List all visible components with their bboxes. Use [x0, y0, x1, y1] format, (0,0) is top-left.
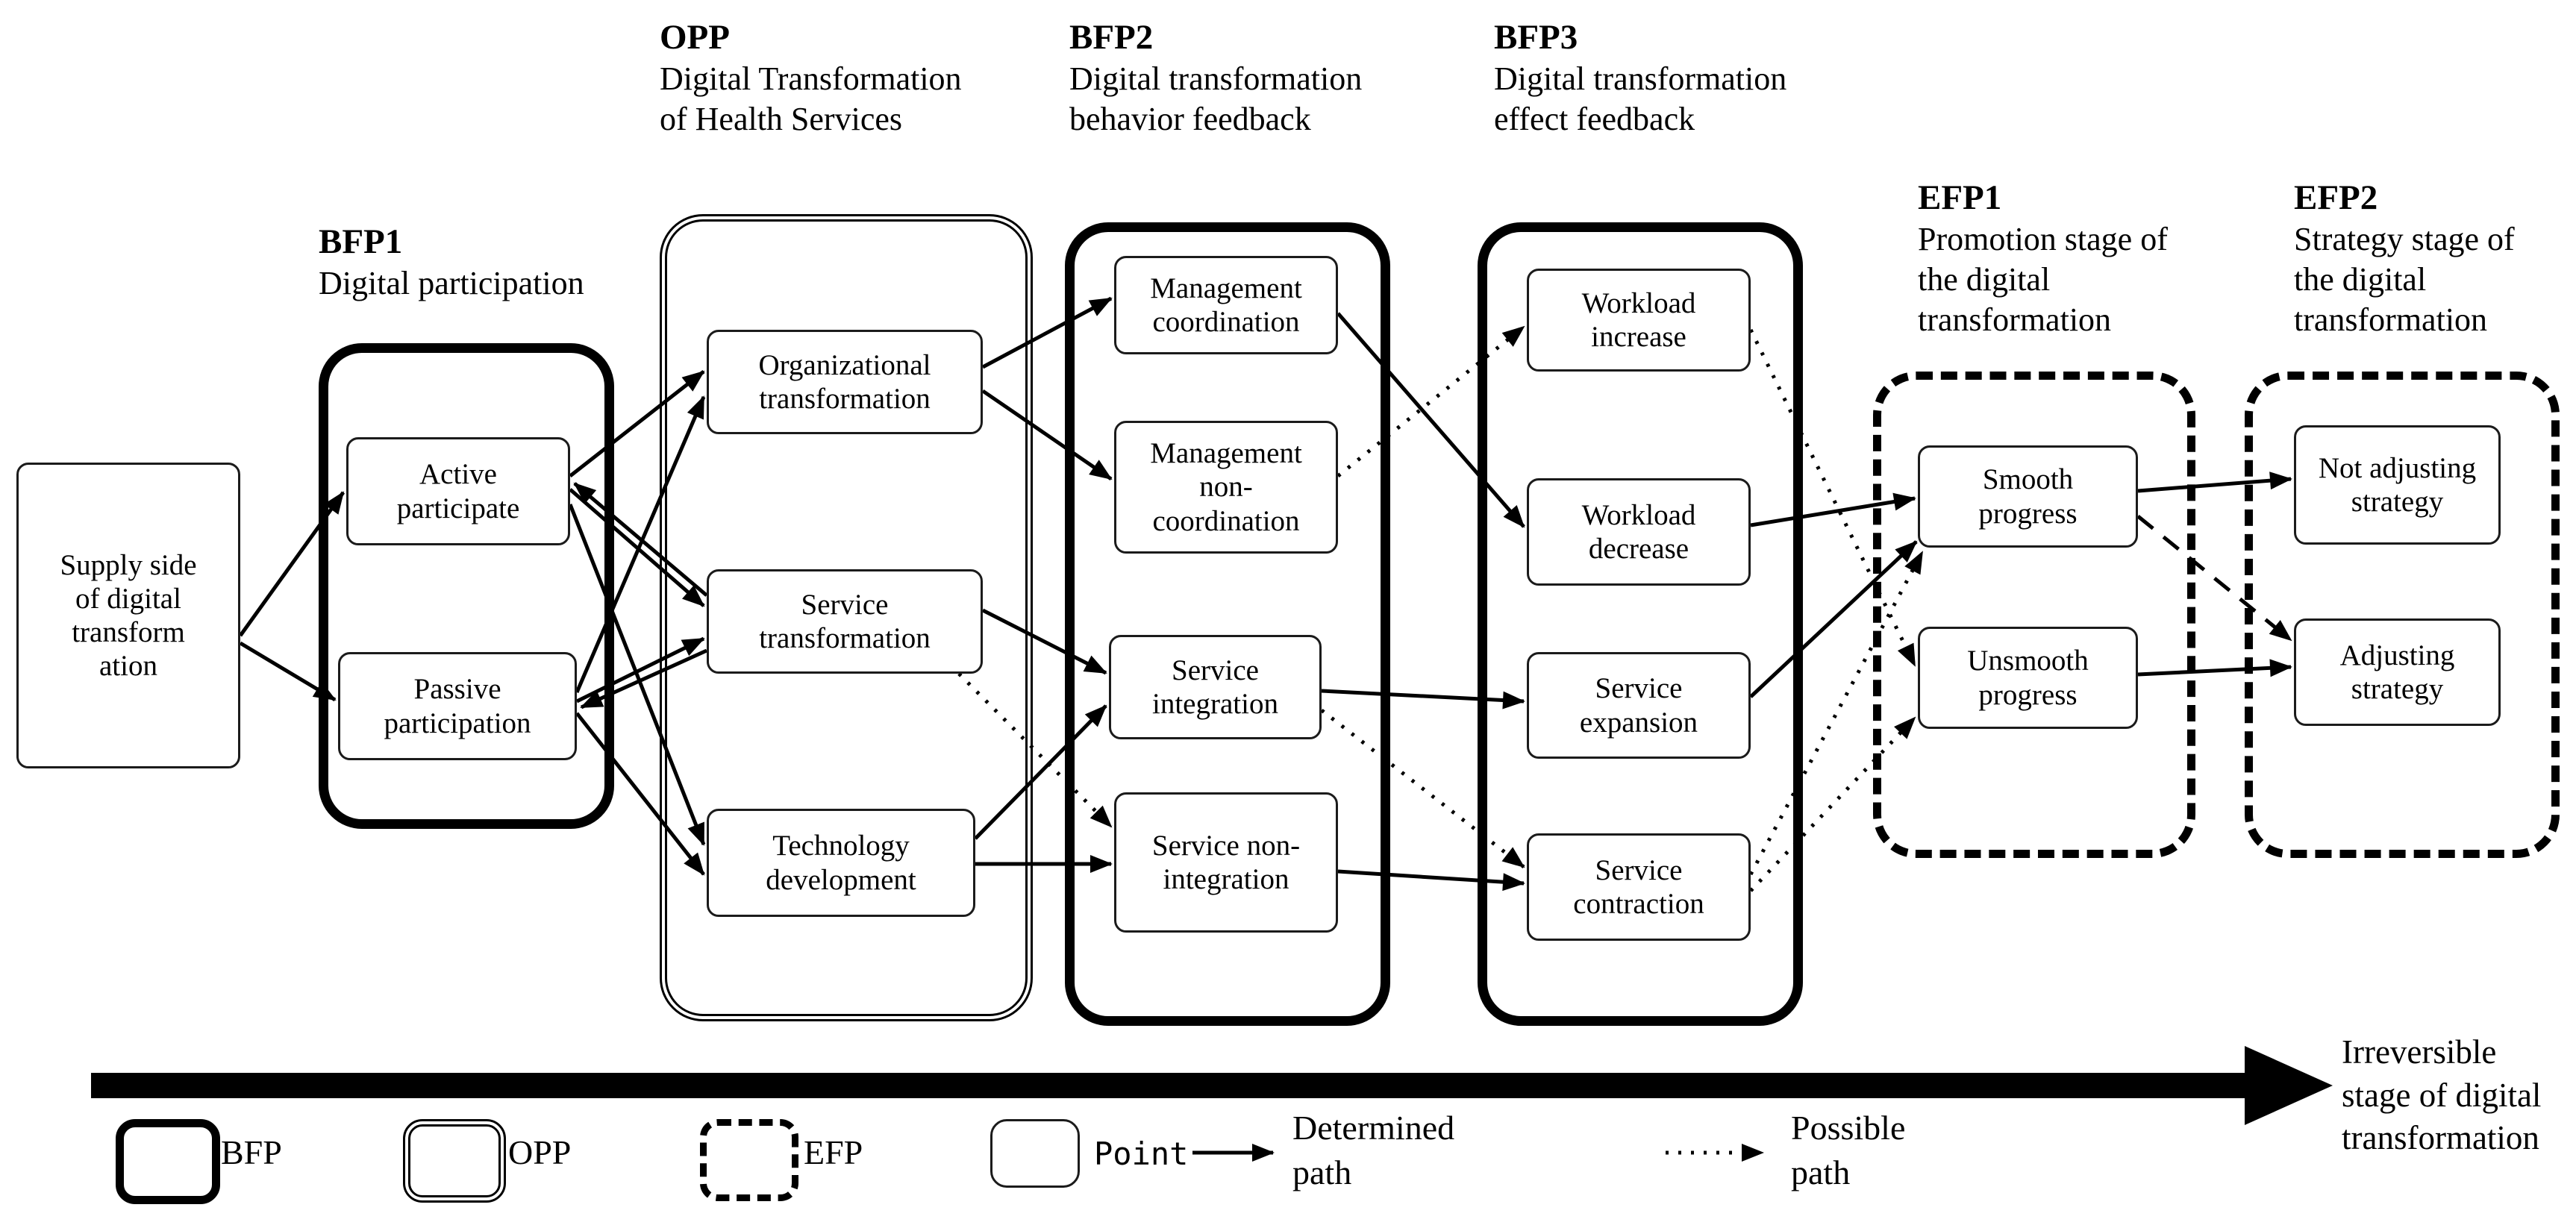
- header-opp-desc: Digital Transformation of Health Service…: [660, 60, 962, 137]
- edge-active-org: [569, 370, 705, 477]
- header-efp2-desc: Strategy stage of the digital transforma…: [2294, 221, 2515, 338]
- header-bfp1-desc: Digital participation: [319, 265, 584, 302]
- edge-servtrans-servnonint: [957, 672, 1113, 828]
- edge-smooth-notadjust: [2137, 472, 2292, 493]
- edge-servcon-smooth: [1748, 551, 1925, 876]
- legend-efp-label: EFP: [804, 1133, 863, 1171]
- edge-servcon-unsmooth: [1749, 716, 1916, 892]
- node-technology-development: Technology development: [707, 809, 975, 917]
- node-unsmooth-progress-label: Unsmooth progress: [1967, 645, 2089, 711]
- node-active-participate-label: Active participate: [396, 458, 520, 524]
- edge-servnonint-servcon: [1337, 869, 1525, 892]
- edge-active-servtrans: [569, 488, 705, 607]
- node-management-coordination-label: Management coordination: [1150, 272, 1302, 338]
- node-service-transformation: Service transformation: [707, 569, 983, 674]
- node-management-non-coordination: Management non-coordination: [1114, 421, 1338, 554]
- node-service-integration: Service integration: [1109, 635, 1322, 739]
- edge-mgmtnonco-wlinc: [1337, 325, 1525, 477]
- node-smooth-progress-label: Smooth progress: [1978, 463, 2078, 530]
- group-opp: [660, 214, 1033, 1021]
- edge-smooth-adjust: [2136, 515, 2292, 642]
- edge-org-mgmtnonco: [981, 389, 1113, 481]
- node-service-integration-label: Service integration: [1152, 654, 1278, 720]
- bottom-axis-arrow: [91, 1046, 2333, 1125]
- header-bfp2: BFP2 Digital transformation behavior fee…: [1069, 16, 1368, 140]
- node-service-contraction: Service contraction: [1527, 833, 1751, 941]
- header-efp1: EFP1 Promotion stage of the digital tran…: [1918, 177, 2186, 339]
- edge-servint-servcon: [1320, 709, 1525, 868]
- header-opp: OPP Digital Transformation of Health Ser…: [660, 16, 981, 140]
- header-efp1-desc: Promotion stage of the digital transform…: [1918, 221, 2168, 338]
- node-active-participate: Active participate: [346, 437, 570, 545]
- legend-determined-label: Determined path: [1292, 1109, 1455, 1191]
- node-adjusting-strategy: Adjusting strategy: [2294, 618, 2501, 726]
- edge-supply-passive: [239, 641, 337, 702]
- node-workload-decrease: Workload decrease: [1527, 478, 1751, 586]
- node-management-non-coordination-label: Management non-coordination: [1150, 437, 1302, 537]
- node-service-non-integration: Service non-integration: [1114, 792, 1338, 933]
- node-workload-decrease-label: Workload decrease: [1581, 498, 1696, 565]
- node-not-adjusting-strategy: Not adjusting strategy: [2294, 425, 2501, 545]
- node-workload-increase-label: Workload increase: [1581, 286, 1696, 353]
- edge-wldec-smooth: [1750, 492, 1916, 527]
- axis-note: Irreversible stage of digital transforma…: [2342, 1033, 2542, 1157]
- edge-passive-org: [575, 395, 706, 693]
- header-bfp3: BFP3 Digital transformation effect feedb…: [1494, 16, 1792, 140]
- node-service-contraction-label: Service contraction: [1573, 853, 1704, 920]
- node-supply-side-label: Supply side of digital transform ation: [60, 548, 197, 683]
- node-service-non-integration-label: Service non-integration: [1151, 829, 1301, 895]
- node-service-expansion-label: Service expansion: [1579, 672, 1698, 739]
- legend-point-label: Point: [1094, 1136, 1189, 1172]
- header-efp2: EFP2 Strategy stage of the digital trans…: [2294, 177, 2563, 339]
- group-efp2: [2245, 372, 2560, 858]
- legend-bfp-sample: [116, 1119, 220, 1204]
- node-service-transformation-label: Service transformation: [759, 588, 931, 654]
- node-organizational-transformation: Organizational transformation: [707, 330, 983, 434]
- edge-unsmooth-adjust: [2137, 659, 2292, 677]
- header-efp2-code: EFP2: [2294, 178, 2378, 217]
- node-supply-side: Supply side of digital transform ation: [16, 463, 240, 768]
- node-workload-increase: Workload increase: [1527, 269, 1751, 372]
- header-bfp2-code: BFP2: [1069, 18, 1154, 57]
- header-efp1-code: EFP1: [1918, 178, 2002, 217]
- edge-servtrans-servint: [981, 608, 1107, 675]
- header-bfp1-code: BFP1: [319, 222, 403, 261]
- header-opp-code: OPP: [660, 18, 730, 57]
- group-efp1: [1873, 372, 2195, 858]
- legend-bfp-label: BFP: [221, 1133, 282, 1171]
- legend-opp-label: OPP: [508, 1133, 572, 1171]
- node-organizational-transformation-label: Organizational transformation: [758, 348, 931, 415]
- legend-efp-sample: [700, 1119, 798, 1201]
- header-bfp3-desc: Digital transformation effect feedback: [1494, 60, 1787, 137]
- node-unsmooth-progress: Unsmooth progress: [1918, 627, 2138, 729]
- edge-org-mgmtco: [981, 296, 1113, 369]
- legend-possible-label: Possible path: [1791, 1109, 1906, 1191]
- edge-servtrans-passive: [580, 648, 708, 710]
- node-technology-development-label: Technology development: [766, 830, 916, 896]
- edge-mgmtco-wldec: [1337, 312, 1525, 528]
- edge-supply-active: [238, 491, 346, 637]
- header-bfp2-desc: Digital transformation behavior feedback: [1069, 60, 1363, 137]
- node-smooth-progress: Smooth progress: [1918, 445, 2138, 548]
- header-bfp1: BFP1 Digital participation: [319, 221, 647, 304]
- node-service-expansion: Service expansion: [1527, 652, 1751, 759]
- edge-tech-servint: [974, 704, 1107, 840]
- node-not-adjusting-strategy-label: Not adjusting strategy: [2318, 451, 2477, 518]
- edge-active-tech: [568, 504, 706, 846]
- edge-servtrans-active: [573, 482, 708, 597]
- legend-point-sample: [990, 1119, 1080, 1188]
- node-management-coordination: Management coordination: [1114, 256, 1338, 354]
- legend-opp-sample: [403, 1119, 506, 1203]
- group-bfp2: [1065, 222, 1390, 1026]
- edge-servint-servexp: [1321, 689, 1525, 710]
- edge-servexp-smooth: [1749, 540, 1918, 698]
- edge-passive-tech: [575, 712, 705, 876]
- node-passive-participation-label: Passive participation: [384, 673, 531, 739]
- node-adjusting-strategy-label: Adjusting strategy: [2339, 639, 2455, 705]
- node-passive-participation: Passive participation: [338, 652, 577, 760]
- group-bfp1: [319, 343, 614, 829]
- header-bfp3-code: BFP3: [1494, 18, 1578, 57]
